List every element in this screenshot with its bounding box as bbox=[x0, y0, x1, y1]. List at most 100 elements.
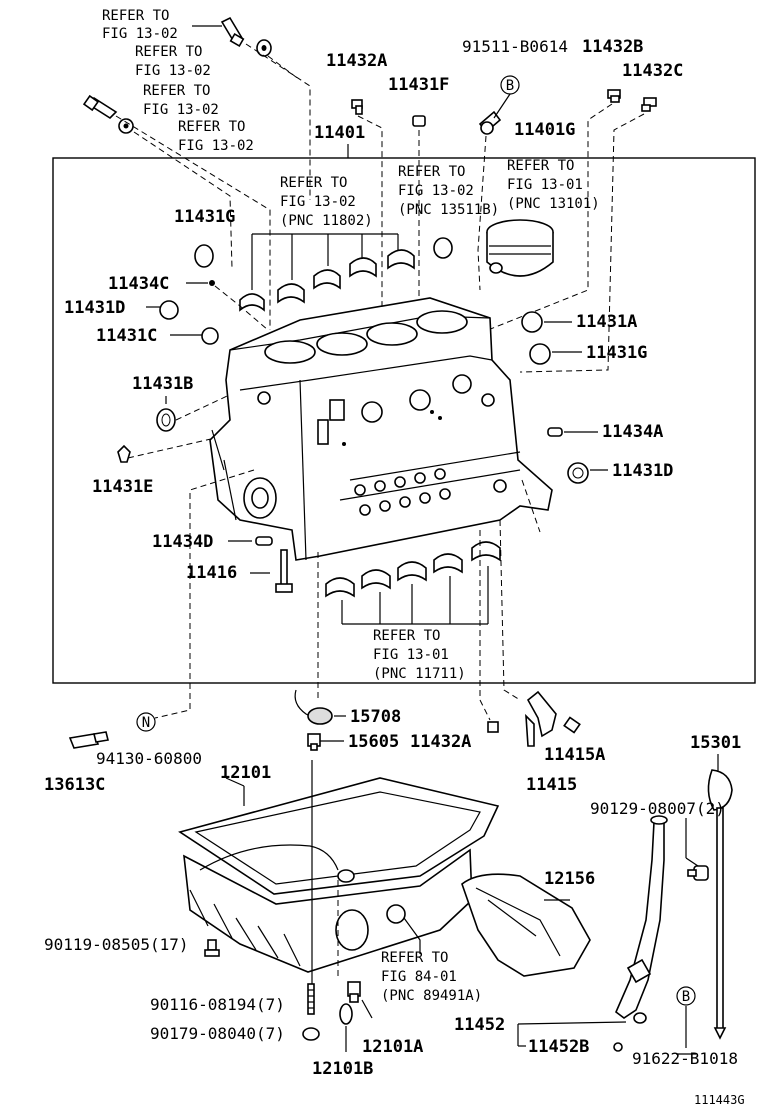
svg-text:REFER TO: REFER TO bbox=[398, 164, 465, 180]
svg-text:(PNC 11711): (PNC 11711) bbox=[373, 666, 466, 682]
label-12101: 12101 bbox=[220, 763, 271, 783]
label-12101b: 12101B bbox=[312, 1059, 373, 1079]
label-11431c: 11431C bbox=[96, 326, 157, 346]
label-91622: 91622-B1018 bbox=[632, 1049, 738, 1068]
bolt-90116 bbox=[307, 983, 315, 1015]
label-11434c: 11434C bbox=[108, 274, 169, 294]
dipstick-guide-11452 bbox=[615, 815, 668, 1024]
label-11415: 11415 bbox=[526, 775, 577, 795]
svg-text:B: B bbox=[506, 78, 514, 94]
b-marker-top: B bbox=[500, 75, 520, 95]
svg-text:REFER TO: REFER TO bbox=[143, 83, 210, 99]
label-12156: 12156 bbox=[544, 869, 595, 889]
piston bbox=[486, 219, 554, 277]
label-11432b: 11432B bbox=[582, 37, 643, 57]
svg-text:(PNC 13101): (PNC 13101) bbox=[507, 196, 600, 212]
dipstick-15301 bbox=[707, 769, 733, 1040]
svg-text:FIG 13-02: FIG 13-02 bbox=[280, 194, 356, 210]
label-11452: 11452 bbox=[454, 1015, 505, 1035]
ref-fig1302-b: REFER TO FIG 13-02 bbox=[135, 44, 211, 79]
plug-11431d-left bbox=[159, 300, 179, 320]
pin-11434c bbox=[209, 280, 215, 286]
bolt-11432c bbox=[641, 97, 657, 112]
label-11434a: 11434A bbox=[602, 422, 663, 442]
svg-text:(PNC 11802): (PNC 11802) bbox=[280, 213, 373, 229]
ref-fig1302-d: REFER TO FIG 13-02 bbox=[178, 119, 254, 154]
oil-strainer-15708 bbox=[294, 689, 333, 725]
svg-text:FIG 13-02: FIG 13-02 bbox=[135, 63, 211, 79]
label-90129: 90129-08007(2) bbox=[590, 799, 725, 818]
label-11431a: 11431A bbox=[576, 312, 637, 332]
label-90179: 90179-08040(7) bbox=[150, 1024, 285, 1043]
b-marker-bottom: B bbox=[676, 986, 696, 1006]
svg-text:FIG 13-02: FIG 13-02 bbox=[143, 102, 219, 118]
label-11452b: 11452B bbox=[528, 1037, 589, 1057]
label-11434d: 11434D bbox=[152, 532, 213, 552]
svg-text:N: N bbox=[142, 715, 150, 731]
svg-text:FIG 13-02: FIG 13-02 bbox=[178, 138, 254, 154]
bolt-11416 bbox=[275, 549, 293, 593]
cylinder-block bbox=[209, 297, 553, 561]
svg-text:REFER TO: REFER TO bbox=[373, 628, 440, 644]
block-assembly-frame bbox=[52, 157, 756, 684]
plug-12101a bbox=[347, 981, 361, 1003]
oil-baffle-12156 bbox=[461, 873, 591, 977]
bolt-11401g bbox=[478, 110, 502, 135]
label-15708: 15708 bbox=[350, 707, 401, 727]
pin-11434a bbox=[547, 427, 563, 437]
plug-13511b bbox=[433, 237, 453, 259]
label-11432a-top: 11432A bbox=[326, 51, 387, 71]
bolt-15605 bbox=[307, 733, 321, 751]
label-13613c: 13613C bbox=[44, 775, 105, 795]
label-11432a-mid: 11432A bbox=[410, 732, 471, 752]
bolt-11432a-top bbox=[351, 99, 363, 115]
svg-text:FIG 13-02: FIG 13-02 bbox=[398, 183, 474, 199]
svg-text:(PNC 13511B): (PNC 13511B) bbox=[398, 202, 499, 218]
lower-bearing-set bbox=[325, 541, 501, 598]
bolt-11432b bbox=[607, 89, 621, 103]
ref-fig1302-pnc13511b: REFER TO FIG 13-02 (PNC 13511B) bbox=[398, 164, 499, 218]
bolt-90119 bbox=[204, 939, 220, 957]
label-11401: 11401 bbox=[314, 123, 365, 143]
label-94130: 94130-60800 bbox=[96, 749, 202, 768]
ref-fig1301-pnc13101: REFER TO FIG 13-01 (PNC 13101) bbox=[507, 158, 600, 212]
bolt-fig1302-a bbox=[220, 16, 245, 48]
svg-text:FIG 13-01: FIG 13-01 bbox=[373, 647, 449, 663]
bolt-90129 bbox=[687, 865, 709, 881]
svg-text:(PNC 89491A): (PNC 89491A) bbox=[381, 988, 482, 1004]
svg-text:B: B bbox=[682, 989, 690, 1005]
svg-text:REFER TO: REFER TO bbox=[135, 44, 202, 60]
svg-text:REFER TO: REFER TO bbox=[102, 8, 169, 24]
gasket-89491a bbox=[386, 904, 406, 924]
svg-text:REFER TO: REFER TO bbox=[507, 158, 574, 174]
oil-jet-11415 bbox=[525, 690, 557, 747]
n-marker: N bbox=[136, 712, 156, 732]
label-11401g: 11401G bbox=[514, 120, 575, 140]
label-91511: 91511-B0614 bbox=[462, 37, 568, 56]
washer-90179 bbox=[302, 1027, 320, 1041]
ref-fig1302-pnc11802: REFER TO FIG 13-02 (PNC 11802) bbox=[280, 175, 373, 229]
ref-fig1302-a: REFER TO FIG 13-02 bbox=[102, 8, 178, 42]
svg-text:FIG 13-02: FIG 13-02 bbox=[102, 26, 178, 42]
gasket-12101b bbox=[339, 1003, 353, 1025]
plug-11431g-left bbox=[194, 244, 214, 268]
label-15605: 15605 bbox=[348, 732, 399, 752]
plug-11431e bbox=[117, 444, 131, 463]
ref-fig1302-c: REFER TO FIG 13-02 bbox=[143, 83, 219, 118]
ref-fig1301-pnc11711: REFER TO FIG 13-01 (PNC 11711) bbox=[373, 628, 466, 682]
label-11431g-left: 11431G bbox=[174, 207, 235, 227]
label-11431g-right: 11431G bbox=[586, 343, 647, 363]
bolt-11432a-mid bbox=[487, 721, 499, 733]
label-11431d-right: 11431D bbox=[612, 461, 673, 481]
bolt-fig1302-c bbox=[82, 94, 118, 120]
plug-11431g-right bbox=[529, 343, 551, 365]
label-15301: 15301 bbox=[690, 733, 741, 753]
ref-fig8401-pnc89491a: REFER TO FIG 84-01 (PNC 89491A) bbox=[381, 950, 482, 1004]
figure-id: 111443G bbox=[694, 1093, 745, 1107]
stud-13613c bbox=[68, 731, 109, 749]
plug-11431f bbox=[412, 115, 426, 127]
label-11416: 11416 bbox=[186, 563, 237, 583]
bolt-11415a bbox=[563, 716, 581, 734]
label-11431e: 11431E bbox=[92, 477, 153, 497]
